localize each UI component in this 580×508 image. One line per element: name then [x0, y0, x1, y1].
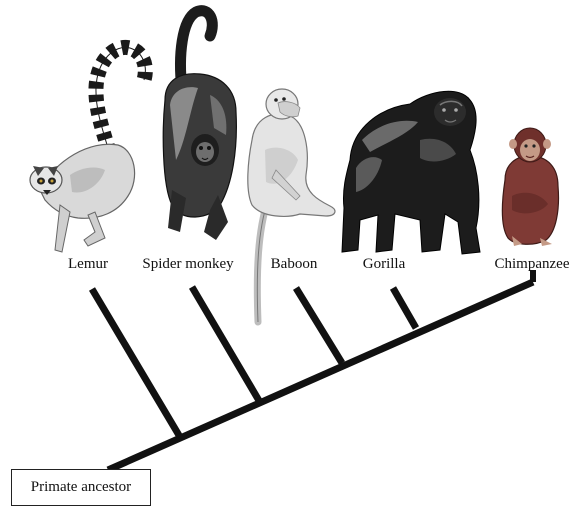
taxon-label-lemur: Lemur [68, 256, 108, 272]
chimpanzee-illustration-icon [502, 128, 558, 246]
lemur-illustration-icon [30, 47, 145, 252]
baboon-illustration-icon [248, 89, 335, 322]
spider-monkey-branch [192, 287, 261, 404]
lemur-branch [92, 289, 180, 437]
taxon-label-baboon: Baboon [271, 256, 318, 272]
taxon-label-gorilla: Gorilla [363, 256, 406, 272]
taxon-label-chimpanzee: Chimpanzee [495, 256, 570, 272]
baboon-branch [296, 288, 342, 363]
spider-monkey-illustration-icon [163, 11, 236, 240]
taxon-label-spider-monkey: Spider monkey [142, 256, 234, 272]
root-label: Primate ancestor [31, 479, 131, 496]
trunk-branch [108, 282, 533, 470]
gorilla-illustration-icon [342, 91, 480, 254]
root-label-box: Primate ancestor [11, 469, 151, 506]
gorilla-branch [393, 288, 416, 328]
